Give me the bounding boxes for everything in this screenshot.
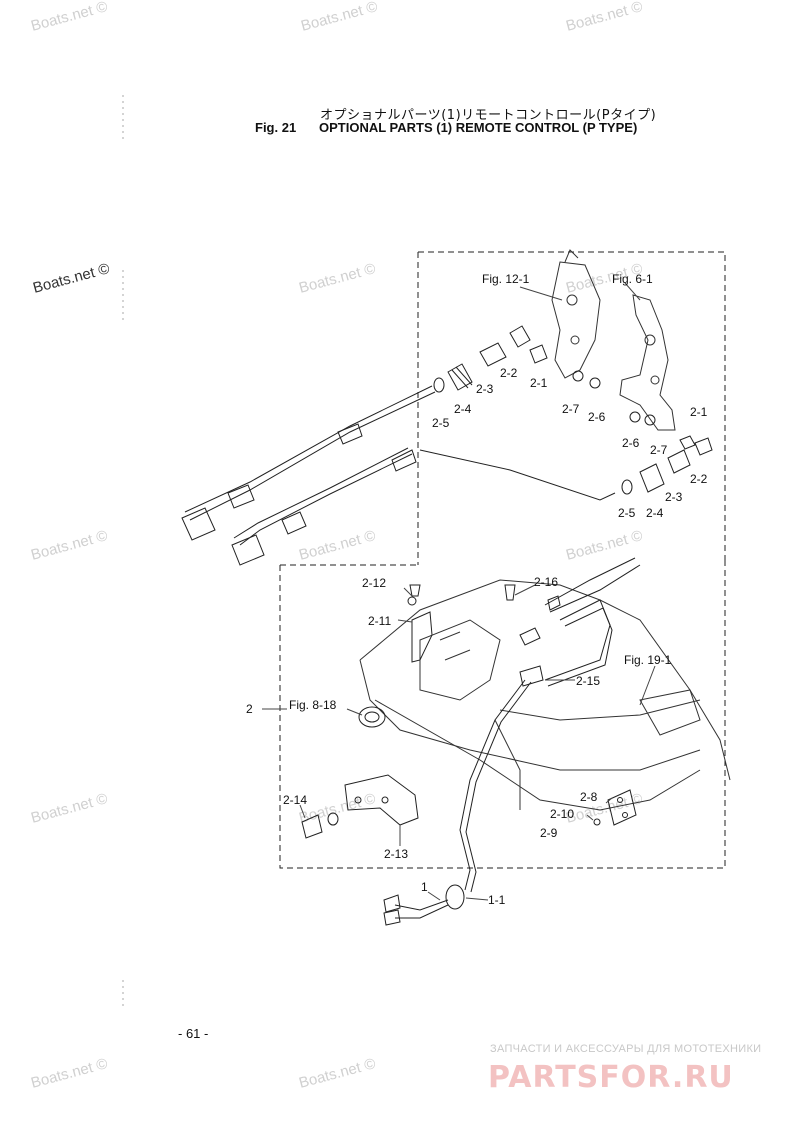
figure-title: Fig. 21 OPTIONAL PARTS (1) REMOTE CONTROL… bbox=[255, 120, 637, 135]
upper-cable-fittings bbox=[433, 325, 601, 393]
callout-2-13: 2-13 bbox=[384, 847, 409, 861]
upper-group-boundary bbox=[418, 251, 726, 560]
callout-2-2-right: 2-2 bbox=[690, 472, 708, 486]
callout-1: 1 bbox=[421, 880, 428, 894]
bracket-2-11 bbox=[407, 584, 516, 663]
wire-harness bbox=[383, 557, 641, 926]
right-cable-fittings bbox=[621, 411, 713, 495]
main-group-boundary bbox=[279, 560, 726, 869]
callout-fig-8-18: Fig. 8-18 bbox=[289, 698, 337, 712]
callout-2-5: 2-5 bbox=[432, 416, 450, 430]
callout-2-6-right: 2-6 bbox=[622, 436, 640, 450]
callout-2-7: 2-7 bbox=[562, 402, 580, 416]
callout-1-1: 1-1 bbox=[488, 893, 506, 907]
bracket-fig-12-1 bbox=[551, 249, 601, 379]
bracket-fig-6-1 bbox=[619, 294, 676, 431]
callout-2-15: 2-15 bbox=[576, 674, 601, 688]
figure-number: Fig. 21 bbox=[255, 120, 297, 135]
title-japanese: オプショナルパーツ(1)リモートコントロール(Pタイプ) bbox=[320, 108, 657, 123]
callout-2-7-right: 2-7 bbox=[650, 443, 668, 457]
callout-2-1-right: 2-1 bbox=[690, 405, 708, 419]
callout-2-11: 2-11 bbox=[368, 614, 392, 628]
figure-title-text: OPTIONAL PARTS (1) REMOTE CONTROL (P TYP… bbox=[319, 120, 638, 135]
callout-2-4: 2-4 bbox=[454, 402, 472, 416]
engine-housing bbox=[359, 579, 731, 811]
callout-2-3-right: 2-3 bbox=[665, 490, 683, 504]
callout-2-2: 2-2 bbox=[500, 366, 518, 380]
callout-fig-12-1: Fig. 12-1 bbox=[482, 272, 530, 286]
callout-2: 2 bbox=[246, 702, 253, 716]
callout-2-4-right: 2-4 bbox=[646, 506, 664, 520]
bracket-2-13 bbox=[301, 774, 419, 839]
callout-2-6: 2-6 bbox=[588, 410, 606, 424]
store-tagline: ЗАПЧАСТИ И АКСЕССУАРЫ ДЛЯ МОТОТЕХНИКИ bbox=[490, 1043, 762, 1055]
callout-2-1: 2-1 bbox=[530, 376, 548, 390]
callout-2-3: 2-3 bbox=[476, 382, 494, 396]
callout-2-10: 2-10 bbox=[550, 807, 575, 821]
callout-2-9: 2-9 bbox=[540, 826, 558, 840]
leader-lines bbox=[262, 282, 656, 901]
callout-2-16: 2-16 bbox=[534, 575, 559, 589]
callout-2-8: 2-8 bbox=[580, 790, 598, 804]
store-logo: PARTSFOR.RU bbox=[488, 1060, 734, 1095]
grommet-fig-8-18 bbox=[358, 706, 386, 728]
callout-fig-6-1: Fig. 6-1 bbox=[612, 272, 653, 286]
page-number: - 61 - bbox=[178, 1026, 209, 1041]
control-cables bbox=[181, 385, 616, 566]
callout-fig-19-1: Fig. 19-1 bbox=[624, 653, 672, 667]
callout-2-14: 2-14 bbox=[283, 793, 308, 807]
bracket-2-8 bbox=[593, 789, 637, 826]
callout-2-5-right: 2-5 bbox=[618, 506, 636, 520]
callout-2-12: 2-12 bbox=[362, 576, 387, 590]
